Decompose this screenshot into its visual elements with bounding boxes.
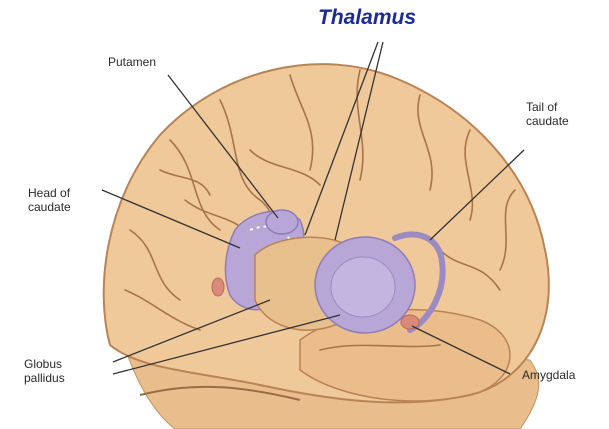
label-globus-pallidus: Globus pallidus: [24, 357, 65, 385]
label-globus-line1: Globus: [24, 357, 65, 371]
lentiform-inner: [331, 257, 395, 317]
amygdala-body: [401, 315, 419, 329]
label-head-line1: Head of: [28, 186, 71, 200]
putamen-body: [266, 210, 298, 234]
label-tail-line1: Tail of: [526, 100, 569, 114]
label-tail-line2: caudate: [526, 114, 569, 128]
title-thalamus: Thalamus: [318, 6, 416, 30]
label-putamen: Putamen: [108, 55, 156, 69]
label-tail-of-caudate: Tail of caudate: [526, 100, 569, 128]
label-amygdala: Amygdala: [522, 368, 575, 382]
label-head-of-caudate: Head of caudate: [28, 186, 71, 214]
label-head-line2: caudate: [28, 200, 71, 214]
red-nucleus: [212, 278, 224, 296]
label-globus-line2: pallidus: [24, 371, 65, 385]
